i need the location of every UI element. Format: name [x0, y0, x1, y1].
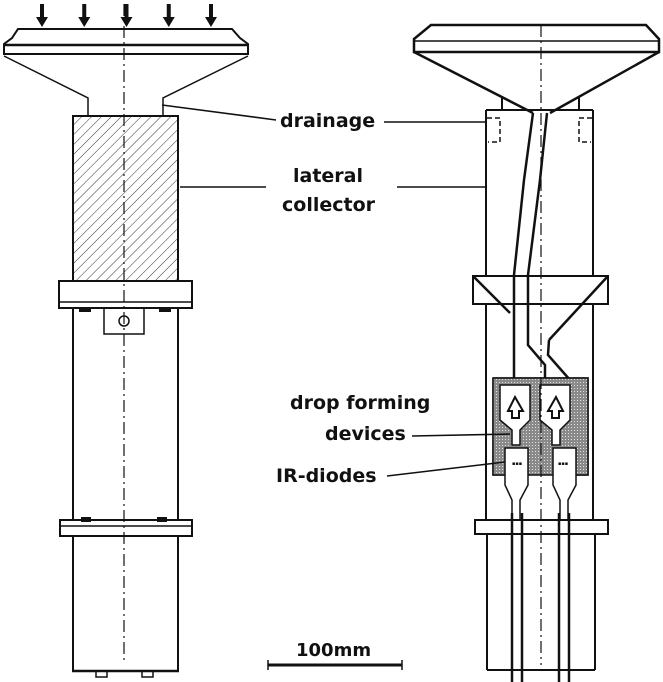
funnel-rim-section: [412, 23, 661, 54]
down-arrow-icon: [162, 4, 175, 27]
down-arrow-icon: [120, 4, 133, 27]
left-side-view: [3, 4, 249, 678]
lower-flange: [59, 519, 193, 537]
upper-flange: [58, 280, 193, 309]
down-arrow-icon: [78, 4, 91, 27]
down-arrow-icon: [205, 4, 217, 27]
label-devices: devices: [325, 423, 406, 445]
right-cross-section: ▪▪▪ ▪▪▪: [412, 23, 661, 682]
label-drainage: drainage: [280, 110, 376, 132]
svg-text:▪▪▪: ▪▪▪: [558, 461, 568, 467]
scale-bar: [267, 660, 403, 670]
down-arrow-icon: [36, 4, 48, 27]
svg-text:▪▪▪: ▪▪▪: [512, 461, 522, 467]
lateral-collector-body: [72, 115, 179, 282]
label-lateral: lateral: [293, 165, 364, 187]
scale-bar-label: 100mm: [296, 640, 372, 661]
label-ir-diodes: IR-diodes: [276, 465, 377, 487]
up-arrow-icon: [546, 394, 565, 419]
rain-arrows: [36, 4, 217, 27]
label-drop-forming: drop forming: [290, 392, 431, 414]
leader-lines: [161, 104, 511, 477]
funnel-cone: [3, 55, 249, 115]
funnel-rim: [3, 28, 249, 55]
up-arrow-icon: [506, 394, 525, 419]
drainage-pipe: [512, 112, 549, 380]
label-collector: collector: [282, 194, 375, 216]
